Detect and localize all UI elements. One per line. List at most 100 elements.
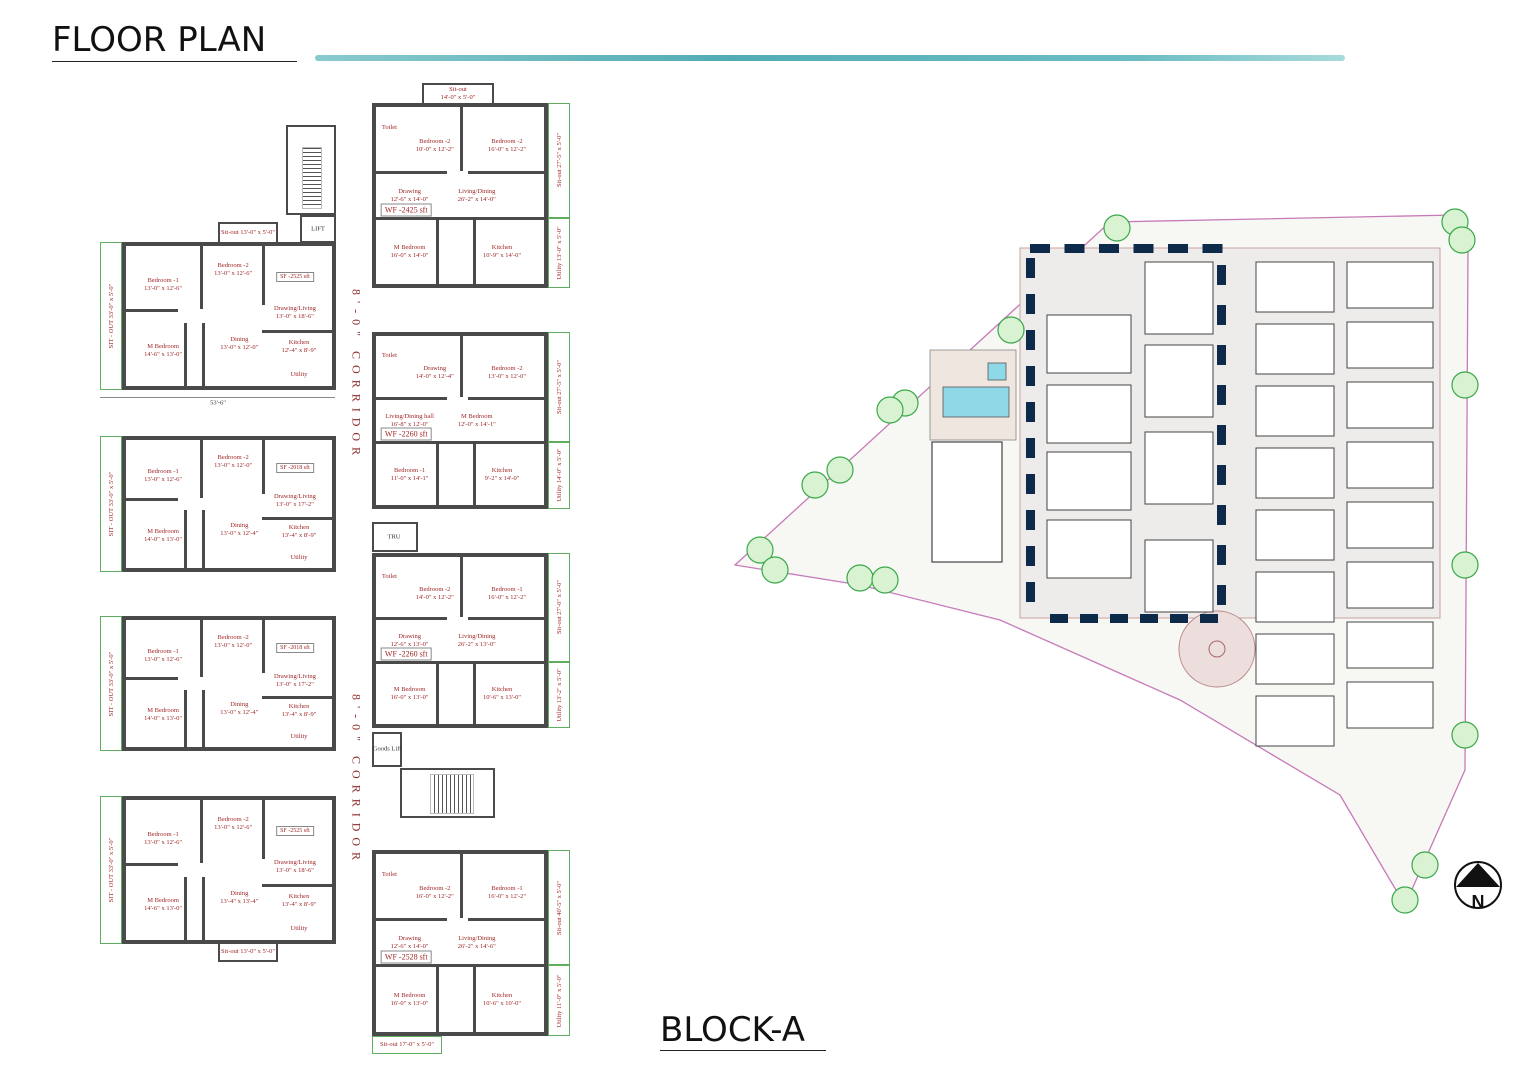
room-name: Dining — [230, 521, 249, 529]
room-name: Bedroom -2 — [491, 137, 523, 145]
side-sitout: Sit-out 27'-0" x 5'-0" — [548, 553, 570, 662]
utility-strip: Utility 13'-2" x 5'-0" — [548, 661, 570, 728]
tree — [1411, 851, 1439, 879]
utility-strip: Utility 11'-0" x 5'-0" — [548, 965, 570, 1036]
utility-strip: Utility 14'-0" x 5'-0" — [548, 441, 570, 509]
room-dimensions: 13'-0" x 12'-6" — [214, 823, 253, 831]
room-dimensions: 10'-6" x 10'-0" — [483, 999, 521, 1007]
interior-wall — [261, 800, 265, 859]
column-marker — [1217, 545, 1226, 565]
interior-wall — [376, 964, 544, 968]
utility-label: Utility — [290, 732, 308, 740]
room-name: M Bedroom — [147, 528, 179, 535]
room-dimensions: 13'-0" x 12'-0" — [214, 641, 253, 649]
room-dimensions: 13'-0" x 12'-6" — [144, 655, 183, 663]
room-dimensions: 9'-2" x 14'-0" — [484, 474, 520, 482]
tree — [1451, 721, 1479, 749]
north-label: N — [1472, 892, 1485, 912]
room-name: Bedroom -2 — [419, 585, 451, 593]
room-dimensions: 12'-6" x 13'-0" — [390, 640, 429, 648]
room-name: Living/Dining hall — [385, 412, 434, 420]
toilet-label: Toilet — [381, 573, 397, 581]
goods-lift-label: Goods Lift — [372, 745, 402, 753]
interior-wall — [460, 107, 463, 171]
site-unit-block — [1255, 509, 1335, 561]
side-sitout: SIT - OUT 33'-0" x 5'-0" — [100, 242, 122, 390]
toilet-label: Toilet — [381, 871, 397, 879]
room-name: Bedroom -2 — [217, 633, 249, 641]
room-dimensions: 13'-0" x 17'-2" — [275, 680, 314, 688]
interior-wall — [202, 877, 206, 940]
overall-dimension-label: 53'-6" — [210, 399, 226, 407]
room-dimensions: 13'-0" x 12'-0" — [220, 344, 259, 351]
tree — [1448, 226, 1476, 254]
top-sitout-label: Sit-out 13'-0" x 5'-0" — [220, 229, 276, 236]
interior-wall — [202, 689, 206, 747]
site-unit-block — [1255, 633, 1335, 685]
column-marker — [1217, 425, 1226, 445]
room-name: Drawing — [423, 365, 447, 373]
interior-wall — [202, 510, 206, 568]
top-sitout: Sit-out 14'-0" x 5'-0" — [422, 83, 494, 105]
block-title-underline — [660, 1050, 826, 1051]
column-marker — [1030, 244, 1050, 253]
interior-wall — [376, 617, 447, 621]
room-dimensions: 13'-0" x 18'-6" — [275, 867, 314, 875]
column-marker — [1026, 438, 1035, 458]
interior-wall — [473, 216, 477, 284]
site-unit-block — [1255, 385, 1335, 437]
room-dimensions: 14'-0" x 12'-4" — [415, 373, 454, 381]
area-label: SF -2525 sft — [276, 271, 314, 282]
column-marker — [1026, 474, 1035, 494]
interior-wall — [468, 396, 544, 400]
room-dimensions: 16'-8" x 12'-0" — [390, 420, 429, 428]
room-name: Kitchen — [491, 991, 513, 999]
column-marker — [1026, 510, 1035, 530]
room-name: Kitchen — [491, 244, 513, 252]
room-name: Kitchen — [288, 703, 310, 711]
interior-wall — [468, 170, 544, 174]
column-marker — [1168, 244, 1188, 253]
interior-wall — [261, 330, 332, 333]
room-name: Bedroom -1 — [147, 467, 179, 475]
tree — [1391, 886, 1419, 914]
swimming-pool — [942, 386, 1010, 418]
room-name: Bedroom -2 — [217, 261, 249, 269]
site-unit-block — [1255, 323, 1335, 375]
side-sitout: Sit-out 27'-5" x 5'-0" — [548, 332, 570, 442]
interior-wall — [468, 617, 544, 621]
room-dimensions: 13'-0" x 12'-0" — [488, 373, 527, 381]
room-name: M Bedroom — [147, 343, 179, 350]
north-arrow — [1454, 861, 1502, 909]
side-sitout: SIT - OUT 33'-0" x 5'-0" — [100, 796, 122, 944]
column-marker — [1064, 244, 1085, 253]
kids-pool — [987, 362, 1007, 381]
room-dimensions: 16'-0" x 12'-2" — [415, 893, 454, 901]
room-dimensions: 16'-0" x 13'-0" — [390, 693, 429, 701]
room-name: Drawing/Living — [273, 672, 316, 680]
room-name: Kitchen — [491, 685, 513, 693]
top-sitout: Sit-out 13'-0" x 5'-0" — [218, 222, 278, 244]
interior-wall — [376, 440, 544, 444]
tree — [826, 456, 854, 484]
room-name: Bedroom -1 — [147, 831, 179, 839]
interior-wall — [183, 323, 187, 386]
site-unit-block — [1144, 539, 1214, 613]
room-name: Bedroom -1 — [147, 647, 179, 655]
column-marker — [1026, 294, 1035, 314]
room-dimensions: 13'-4" x 8'-9" — [281, 900, 317, 908]
trees — [746, 208, 1479, 914]
